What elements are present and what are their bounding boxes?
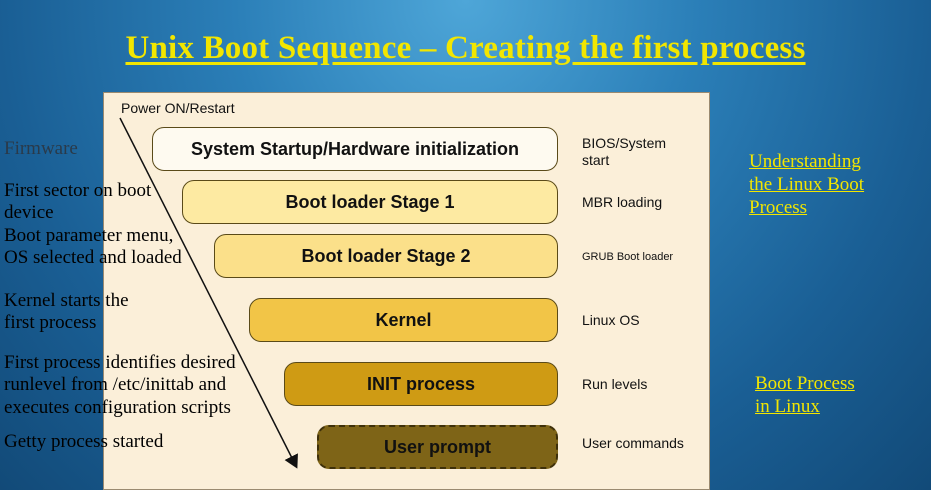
side-label-bios: BIOS/System start [582, 135, 667, 168]
side-label-run-levels: Run levels [582, 376, 648, 392]
annotation-boot-param-2: OS selected and loaded [4, 247, 182, 268]
stage-hardware-init: System Startup/Hardware initialization [152, 127, 558, 171]
link-understanding-linux-boot[interactable]: Understanding the Linux Boot Process [749, 150, 864, 219]
annotation-first-sector-1: First sector on boot [4, 180, 152, 201]
annotation-kernel-1: Kernel starts the [4, 290, 129, 311]
annotation-kernel-2: first process [4, 312, 97, 333]
stage-kernel: Kernel [249, 298, 558, 342]
link-line: Process [749, 197, 808, 218]
stage-label: Boot loader Stage 2 [301, 245, 471, 266]
annotation-firmware: Firmware [4, 138, 78, 159]
side-label-user-commands: User commands [582, 435, 684, 451]
annotation-first-sector-2: device [4, 202, 54, 223]
link-line: Boot Process [755, 373, 855, 394]
boot-diagram: Power ON/Restart System Startup/Hardware… [103, 92, 710, 490]
stage-label: Boot loader Stage 1 [285, 191, 455, 212]
stage-init-process: INIT process [284, 362, 558, 406]
link-line: the Linux Boot [749, 174, 865, 195]
annotation-first-process-2: runlevel from /etc/inittab and [4, 374, 227, 395]
stage-label: INIT process [366, 373, 476, 394]
stage-label: Kernel [375, 309, 432, 330]
stage-label: System Startup/Hardware initialization [190, 138, 520, 159]
link-boot-process-linux[interactable]: Boot Process in Linux [755, 372, 855, 418]
annotation-first-process-3: executes configuration scripts [4, 397, 231, 418]
annotation-boot-param-1: Boot parameter menu, [4, 225, 174, 246]
stage-label: User prompt [383, 436, 491, 457]
side-label-mbr: MBR loading [582, 194, 663, 210]
stage-boot-loader-2: Boot loader Stage 2 [214, 234, 558, 278]
link-line: Understanding [749, 151, 861, 172]
annotation-getty: Getty process started [4, 431, 164, 452]
annotation-first-process-1: First process identifies desired [4, 352, 236, 373]
link-line: in Linux [755, 396, 820, 417]
slide-title: Unix Boot Sequence – Creating the first … [125, 30, 806, 66]
power-on-label: Power ON/Restart [121, 100, 235, 116]
stage-user-prompt: User prompt [317, 425, 558, 469]
stage-boot-loader-1: Boot loader Stage 1 [182, 180, 558, 224]
side-label-linux-os: Linux OS [582, 312, 640, 328]
side-label-grub: GRUB Boot loader [582, 251, 674, 263]
